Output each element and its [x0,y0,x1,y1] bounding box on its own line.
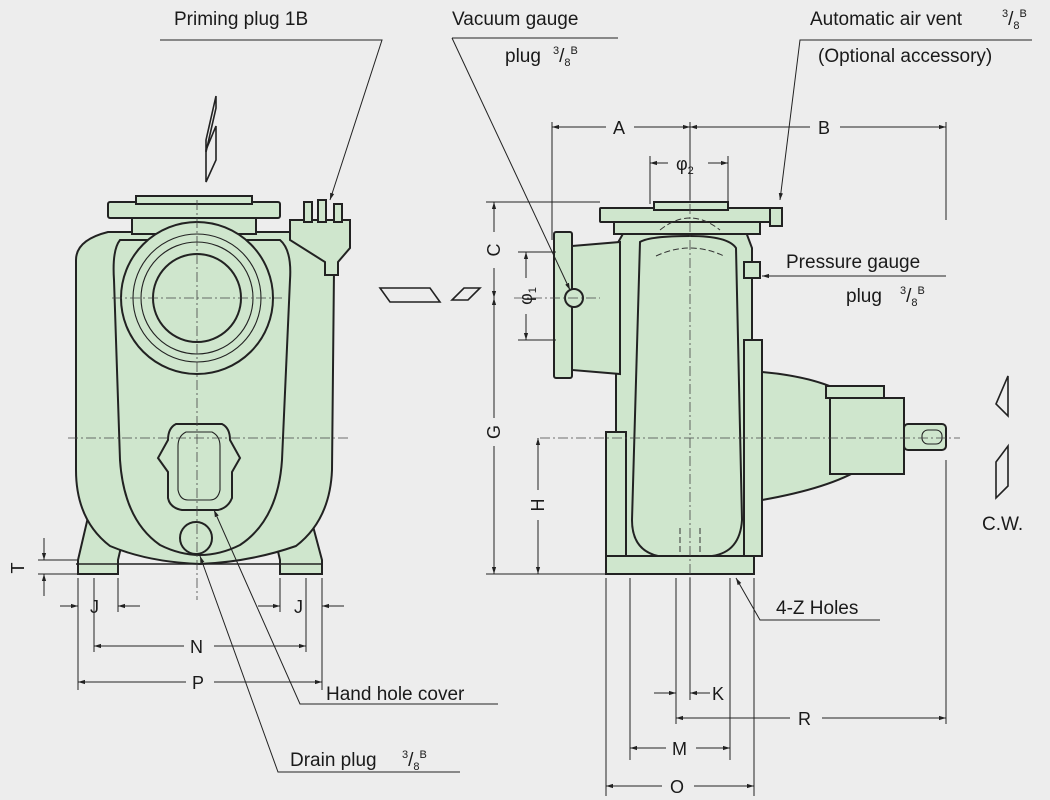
dim-T: T [8,563,28,574]
pressure-gauge-fraction: 3/8B [900,285,925,309]
holes-label: 4-Z Holes [776,598,858,619]
leader-lines [160,37,1032,773]
callout-labels: Priming plug 1B Vacuum gauge plug 3/8B A… [174,8,1027,773]
dimension-labels: A B φ2 C φ1 G H K R M O T J J N P [8,118,830,797]
dim-O: O [670,777,684,797]
vacuum-gauge-label: Vacuum gauge [452,9,578,30]
dim-J-right: J [294,597,303,617]
dim-J-left: J [90,597,99,617]
dim-M: M [672,739,687,759]
air-vent-label: Automatic air vent [810,9,963,30]
dim-G: G [484,425,504,439]
drain-plug-label: Drain plug [290,750,377,771]
front-view [68,95,351,600]
vacuum-gauge-fraction: 3/8B [553,45,578,69]
vacuum-gauge-plug-label: plug [505,46,541,67]
dim-N: N [190,637,203,657]
side-view [378,150,1009,600]
dim-H: H [528,499,548,512]
dim-A: A [613,118,625,138]
drain-plug-fraction: 3/8B [402,749,427,773]
dim-phi2: φ2 [676,154,694,177]
optional-accessory-label: (Optional accessory) [818,46,992,67]
rotation-label: C.W. [982,514,1023,535]
dimension-lines [38,122,947,796]
dim-R: R [798,709,811,729]
pressure-gauge-plug-label: plug [846,286,882,307]
dim-phi1: φ1 [516,287,539,305]
dim-P: P [192,673,204,693]
priming-plug-label: Priming plug 1B [174,9,308,30]
air-vent-fraction: 3/8B [1002,8,1027,32]
pressure-gauge-label: Pressure gauge [786,252,920,273]
dim-K: K [712,684,724,704]
dim-C: C [484,244,504,257]
hand-hole-cover-label: Hand hole cover [326,684,465,705]
dim-B: B [818,118,830,138]
